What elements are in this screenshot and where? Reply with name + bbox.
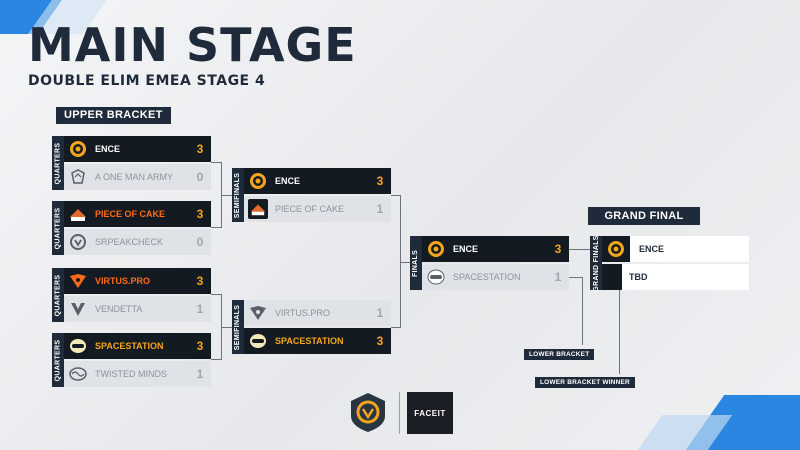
page-subtitle: DOUBLE ELIM EMEA STAGE 4 bbox=[28, 73, 266, 89]
bracket-connector bbox=[400, 262, 410, 263]
team-score: 3 bbox=[196, 339, 204, 353]
team-name: SRPEAKCHECK bbox=[95, 237, 164, 247]
team-score: 3 bbox=[196, 274, 204, 288]
team-name: ENCE bbox=[95, 144, 121, 154]
team-score: 0 bbox=[196, 235, 204, 249]
overwatch-logo-icon bbox=[68, 232, 88, 252]
bracket-connector bbox=[211, 294, 221, 295]
bracket-connector bbox=[400, 195, 401, 328]
team-name: TBD bbox=[629, 272, 648, 282]
spacestation-logo-icon bbox=[68, 336, 88, 356]
piece-of-cake-logo-icon bbox=[68, 204, 88, 224]
spacestation-logo-icon bbox=[426, 267, 446, 287]
team-name: A ONE MAN ARMY bbox=[95, 172, 174, 182]
team-score: 3 bbox=[376, 174, 384, 188]
team-score: 1 bbox=[196, 367, 204, 381]
bracket-connector bbox=[582, 277, 583, 345]
team-name: SPACESTATION bbox=[275, 336, 344, 346]
bracket-connector bbox=[391, 195, 400, 196]
team-row[interactable]: ENCE bbox=[602, 236, 749, 262]
faceit-logo: FACEIT bbox=[407, 392, 453, 434]
team-row[interactable]: SPACESTATION 3 bbox=[64, 333, 211, 359]
round-tab-quarters: QUARTERS bbox=[52, 201, 64, 255]
team-name: VIRTUS.PRO bbox=[275, 308, 330, 318]
team-score: 1 bbox=[196, 302, 204, 316]
piece-of-cake-logo-icon bbox=[248, 199, 268, 219]
team-name: SPACESTATION bbox=[453, 272, 521, 282]
vendetta-logo-icon bbox=[68, 299, 88, 319]
team-name: ENCE bbox=[630, 236, 749, 262]
round-tab-grand-finals: GRAND FINALS bbox=[590, 235, 602, 291]
bracket-connector bbox=[211, 359, 221, 360]
ence-logo-icon bbox=[606, 239, 626, 259]
team-row[interactable]: SRPEAKCHECK 0 bbox=[64, 229, 211, 255]
team-row[interactable]: TWISTED MINDS 1 bbox=[64, 361, 211, 387]
team-name: TWISTED MINDS bbox=[95, 369, 167, 379]
team-row[interactable]: A ONE MAN ARMY 0 bbox=[64, 164, 211, 190]
team-name: SPACESTATION bbox=[95, 341, 164, 351]
team-row[interactable]: TBD bbox=[602, 264, 749, 290]
team-name: ENCE bbox=[275, 176, 301, 186]
team-row[interactable]: VIRTUS.PRO 1 bbox=[244, 300, 391, 326]
lower-bracket-winner-tag: LOWER BRACKET WINNER bbox=[535, 377, 635, 388]
team-row[interactable]: PIECE OF CAKE 3 bbox=[64, 201, 211, 227]
bracket-connector bbox=[569, 249, 590, 250]
overwatch-logo-icon bbox=[346, 390, 390, 434]
team-score: 3 bbox=[376, 334, 384, 348]
team-name: VIRTUS.PRO bbox=[95, 276, 151, 286]
page-title: MAIN STAGE bbox=[28, 18, 357, 72]
virtus-pro-logo-icon bbox=[248, 303, 268, 323]
bracket-connector bbox=[221, 195, 232, 196]
round-tab-quarters: QUARTERS bbox=[52, 333, 64, 387]
ence-logo-icon bbox=[426, 239, 446, 259]
team-row[interactable]: PIECE OF CAKE 1 bbox=[244, 196, 391, 222]
lower-bracket-tag: LOWER BRACKET bbox=[524, 349, 595, 360]
team-row[interactable]: SPACESTATION 1 bbox=[422, 264, 569, 290]
upper-bracket-label: UPPER BRACKET bbox=[56, 107, 171, 124]
team-score: 1 bbox=[376, 306, 384, 320]
team-row[interactable]: ENCE 3 bbox=[422, 236, 569, 262]
team-row[interactable]: VENDETTA 1 bbox=[64, 296, 211, 322]
faceit-label: FACEIT bbox=[414, 408, 446, 418]
tbd-placeholder-icon bbox=[602, 264, 622, 290]
footer-divider bbox=[399, 392, 400, 434]
round-tab-finals: FINALS bbox=[410, 236, 422, 290]
round-tab-semifinals: SEMIFINALS bbox=[232, 168, 244, 222]
twisted-minds-logo-icon bbox=[68, 364, 88, 384]
a-one-man-army-logo-icon bbox=[68, 167, 88, 187]
bracket-connector bbox=[391, 327, 400, 328]
team-score: 3 bbox=[554, 242, 562, 256]
spacestation-logo-icon bbox=[248, 331, 268, 351]
team-score: 0 bbox=[196, 170, 204, 184]
virtus-pro-logo-icon bbox=[68, 271, 88, 291]
team-score: 3 bbox=[196, 207, 204, 221]
round-tab-quarters: QUARTERS bbox=[52, 268, 64, 322]
ence-logo-icon bbox=[68, 139, 88, 159]
team-row[interactable]: VIRTUS.PRO 3 bbox=[64, 268, 211, 294]
team-score: 1 bbox=[554, 270, 562, 284]
team-score: 3 bbox=[196, 142, 204, 156]
team-name: PIECE OF CAKE bbox=[275, 204, 345, 214]
round-tab-quarters: QUARTERS bbox=[52, 136, 64, 190]
team-row[interactable]: ENCE 3 bbox=[64, 136, 211, 162]
bracket-connector bbox=[221, 327, 232, 328]
team-name: PIECE OF CAKE bbox=[95, 209, 166, 219]
ence-logo-icon bbox=[248, 171, 268, 191]
round-tab-semifinals: SEMIFINALS bbox=[232, 300, 244, 354]
grand-final-label: GRAND FINAL bbox=[588, 207, 700, 225]
bracket-connector bbox=[211, 227, 221, 228]
bracket-connector bbox=[211, 162, 221, 163]
team-row[interactable]: ENCE 3 bbox=[244, 168, 391, 194]
bracket-connector bbox=[569, 277, 583, 278]
team-score: 1 bbox=[376, 202, 384, 216]
team-name: VENDETTA bbox=[95, 304, 143, 314]
team-name: ENCE bbox=[453, 244, 479, 254]
team-row[interactable]: SPACESTATION 3 bbox=[244, 328, 391, 354]
bracket-connector bbox=[619, 290, 620, 374]
